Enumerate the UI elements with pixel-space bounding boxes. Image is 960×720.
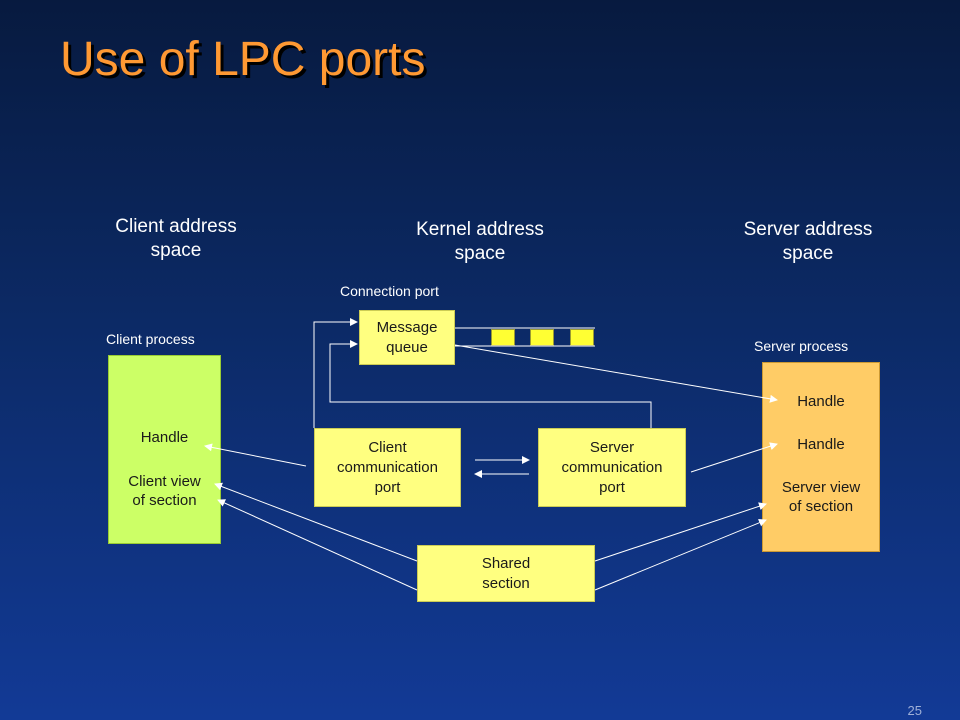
page-number: 25	[907, 703, 922, 718]
server-handle-2: Handle	[797, 436, 845, 453]
server-communication-port-box: Server communication port	[538, 428, 686, 507]
slide-title: Use of LPC ports	[60, 33, 426, 86]
server-port-to-server-handle-arrow	[690, 442, 778, 473]
message-queue-box: Message queue	[359, 310, 455, 365]
queue-to-server-handle-arrow	[454, 344, 778, 403]
client-address-space-label: Client address space	[115, 216, 237, 261]
client-port-to-connection-port-arrow	[313, 318, 358, 428]
client-communication-port-box: Client communication port	[314, 428, 461, 507]
connection-port-label: Connection port	[340, 283, 439, 299]
server-process-box: Handle Handle Server view of section	[762, 362, 880, 552]
client-port-to-client-handle-arrow	[204, 443, 307, 467]
server-view-of-section: Server view of section	[781, 479, 861, 515]
shared-section-to-server-view-arrow-1	[594, 502, 767, 562]
client-process-label: Client process	[106, 331, 195, 347]
kernel-address-space-label: Kernel address space	[416, 219, 544, 264]
client-process-box: Handle Client view of section	[108, 355, 221, 544]
shared-section-to-client-view-arrow-2	[217, 499, 418, 591]
server-process-label: Server process	[754, 338, 849, 354]
shared-section-box: Shared section	[417, 545, 595, 602]
server-port-to-connection-port-arrow	[329, 340, 652, 428]
client-handle: Handle	[140, 429, 189, 446]
server-address-space-label: Server address space	[743, 219, 873, 264]
shared-section-to-client-view-arrow-1	[214, 482, 418, 562]
server-handle-1: Handle	[797, 393, 845, 410]
client-view-of-section: Client view of section	[128, 473, 201, 509]
shared-section-to-server-view-arrow-2	[594, 518, 767, 591]
